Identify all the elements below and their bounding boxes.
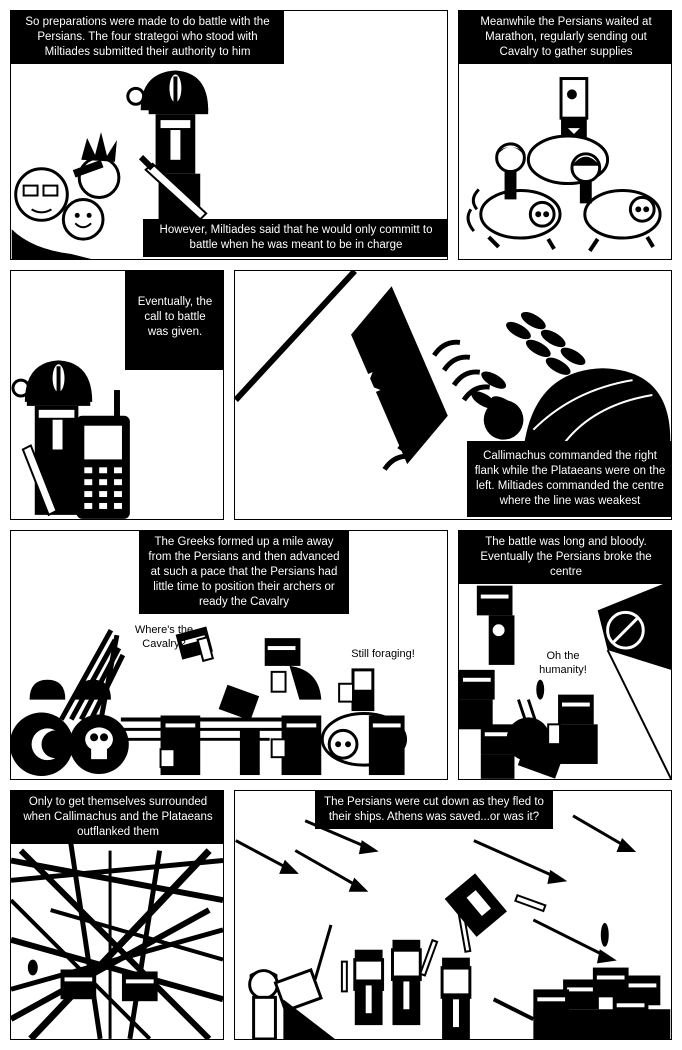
panel-7-illustration [11,840,223,1039]
panel-3-caption: Eventually, the call to battle was given… [125,271,223,370]
panel-6-illustration [459,580,671,779]
panel-1-illustration [11,70,209,259]
panel-8-illustration [235,814,671,1039]
panel-1-caption-bottom: However, Miltiades said that he would on… [143,219,447,257]
panel-2: Meanwhile the Persians waited at Maratho… [458,10,672,260]
panel-3-illustration [11,360,130,519]
panel-5-speech-foraging: Still foraging! [351,648,415,660]
panel-3: Eventually, the call to battle was given… [10,270,224,520]
panel-6-speech-humanity: Oh the humanity! [539,650,587,676]
panel-4-caption: Callimachus commanded the right flank wh… [467,441,671,517]
panel-1: So preparations were made to do battle w… [10,10,448,260]
panel-4: Callimachus commanded the right flank wh… [234,270,672,520]
panel-6-caption: The battle was long and bloody. Eventual… [459,531,671,584]
panel-8-caption: The Persians were cut down as they fled … [315,791,553,829]
panel-5-speech-cavalry: Where's the Cavalry? [134,624,194,650]
panel-8: The Persians were cut down as they fled … [234,790,672,1040]
panel-2-illustration [466,77,662,253]
panel-1-caption-top: So preparations were made to do battle w… [11,11,284,64]
panel-5-caption: The Greeks formed up a mile away from th… [139,531,349,614]
panel-7: Only to get themselves surrounded when C… [10,790,224,1040]
panel-2-caption: Meanwhile the Persians waited at Maratho… [459,11,671,64]
panel-6: The battle was long and bloody. Eventual… [458,530,672,780]
panel-5: The Greeks formed up a mile away from th… [10,530,448,780]
panel-5-illustration [11,626,408,777]
panel-7-caption: Only to get themselves surrounded when C… [11,791,223,844]
